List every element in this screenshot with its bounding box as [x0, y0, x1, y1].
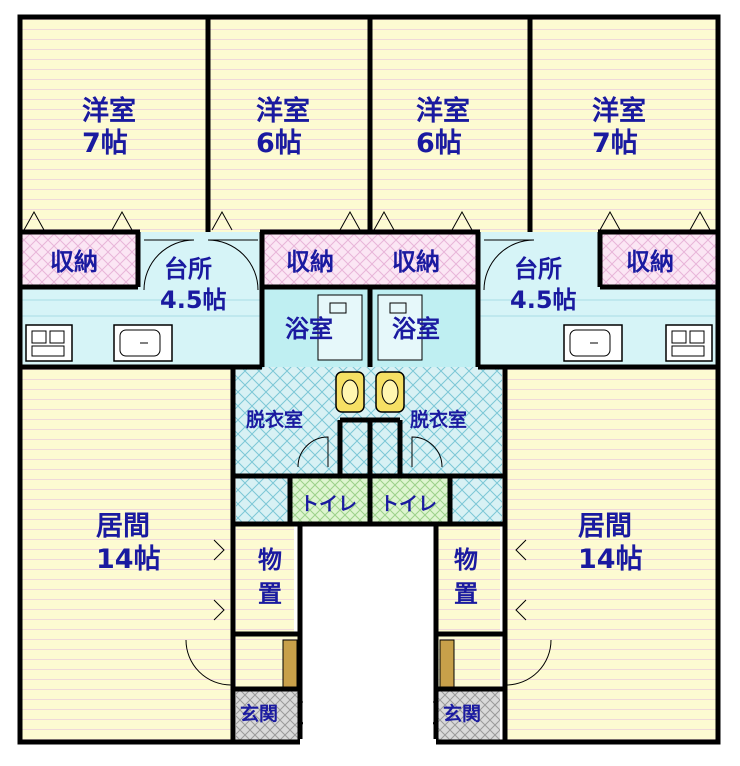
toilet-right [370, 478, 450, 524]
toilet-left-label: トイレ [300, 493, 357, 515]
western-room-2-size: 6帖 [256, 128, 302, 159]
dressing-left-label: 脱衣室 [246, 408, 303, 431]
living-left-name: 居間 [96, 511, 150, 542]
stove-right-icon [665, 324, 713, 362]
entrance-right-label: 玄関 [443, 702, 481, 725]
kitchen-right-size: 4.5帖 [510, 286, 577, 314]
western-room-2-name: 洋室 [256, 95, 310, 127]
western-room-2 [208, 17, 370, 232]
closet-right-line2: 置 [454, 580, 478, 608]
living-left [20, 367, 233, 742]
bathtub-left-icon [317, 294, 363, 361]
storage-3-label: 収納 [392, 248, 440, 276]
western-room-4 [530, 17, 718, 232]
storage-1-label: 収納 [50, 248, 98, 276]
washbasin-left-icon [335, 371, 365, 413]
living-right-name: 居間 [578, 511, 632, 542]
western-room-1-name: 洋室 [82, 95, 136, 127]
western-room-3-size: 6帖 [416, 128, 462, 159]
western-room-1-size: 7帖 [82, 128, 128, 159]
western-room-3-name: 洋室 [416, 95, 470, 127]
storage-3 [370, 232, 478, 287]
kitchen-right-name: 台所 [514, 255, 562, 283]
western-room-4-size: 7帖 [592, 128, 638, 159]
toilet-right-label: トイレ [380, 493, 437, 515]
kitchen-left-name: 台所 [164, 255, 212, 283]
western-room-3 [370, 17, 530, 232]
living-right-size: 14帖 [578, 544, 643, 575]
entrance-right [438, 689, 500, 742]
washbasin-right-icon [375, 371, 405, 413]
storage-4-label: 収納 [626, 248, 674, 276]
closet-left [236, 526, 294, 634]
closet-right [438, 526, 500, 634]
bathtub-right-icon [377, 294, 423, 361]
closet-left-line2: 置 [258, 580, 282, 608]
stove-left-icon [25, 324, 73, 362]
western-room-1 [20, 17, 208, 232]
storage-2-label: 収納 [286, 248, 334, 276]
western-room-4-name: 洋室 [592, 95, 646, 127]
living-right [505, 367, 718, 742]
storage-2 [262, 232, 370, 287]
kitchen-left-size: 4.5帖 [160, 286, 227, 314]
bath-left-label: 浴室 [285, 315, 333, 343]
sink-right-icon [563, 324, 623, 362]
toilet-left [290, 478, 370, 524]
living-left-size: 14帖 [96, 544, 161, 575]
entrance-left [236, 689, 298, 742]
dressing-right-label: 脱衣室 [410, 408, 467, 431]
bath-right-label: 浴室 [392, 315, 440, 343]
closet-right-line1: 物 [454, 546, 478, 574]
closet-left-line1: 物 [258, 546, 282, 574]
sink-left-icon [113, 324, 173, 362]
entrance-left-label: 玄関 [240, 702, 278, 725]
